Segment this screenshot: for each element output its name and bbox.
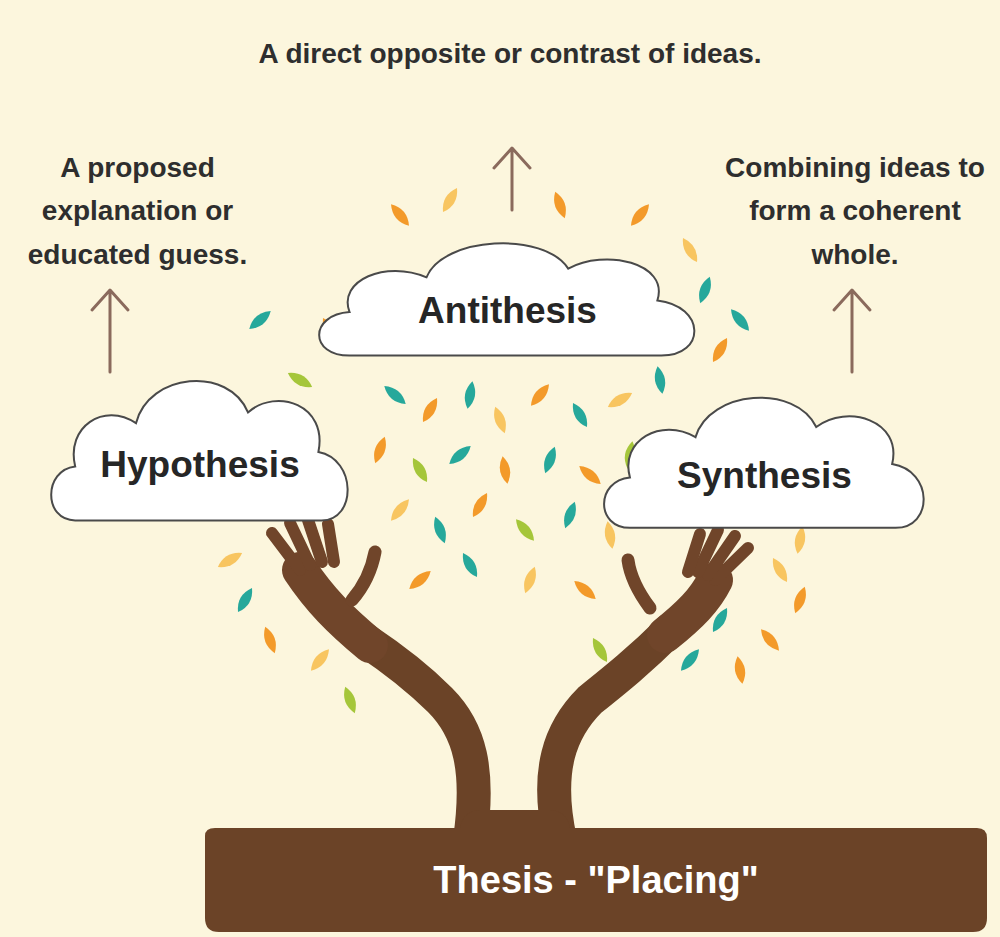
leaf <box>215 549 244 572</box>
leaf <box>419 395 442 424</box>
leaf <box>696 275 715 305</box>
leaf <box>627 201 653 229</box>
leaf <box>512 516 538 544</box>
cloud-node: Synthesis <box>592 380 937 548</box>
leaf <box>757 626 783 654</box>
shape-outline <box>205 828 987 932</box>
leaf <box>307 646 333 674</box>
leaf <box>439 185 462 214</box>
leaf <box>469 490 492 519</box>
description-text: Combining ideas to form a coherent whole… <box>710 146 1000 276</box>
shape-outline <box>51 381 347 520</box>
leaf <box>793 525 808 554</box>
leaf <box>679 235 702 264</box>
leaf <box>727 306 753 334</box>
leaf <box>521 565 540 595</box>
leaf <box>406 567 434 593</box>
node-title: Hypothesis <box>100 444 299 486</box>
ground-band: Thesis - "Placing" <box>205 828 987 932</box>
cloud-node: Antithesis <box>305 228 710 373</box>
leaf <box>446 442 474 468</box>
leaf <box>527 381 553 409</box>
leaf <box>653 365 668 394</box>
leaf <box>709 335 732 364</box>
leaf <box>371 435 390 465</box>
leaf <box>605 389 634 412</box>
shape-outline <box>604 398 924 528</box>
leaf <box>246 307 274 333</box>
leaf <box>589 635 612 664</box>
shape-outline <box>319 243 694 355</box>
leaf <box>576 462 604 488</box>
leaf <box>677 646 703 674</box>
leaf <box>491 405 510 435</box>
leaf <box>381 382 409 408</box>
leaf <box>769 555 792 584</box>
leaf <box>498 455 513 484</box>
cloud-node: Hypothesis <box>40 362 360 542</box>
leaf <box>341 685 360 715</box>
tree-trunk <box>365 630 670 840</box>
leaf <box>285 369 314 392</box>
leaf <box>791 585 810 615</box>
leaf <box>459 550 482 579</box>
node-title: Synthesis <box>677 455 852 497</box>
leaf <box>569 400 592 429</box>
band-title: Thesis - "Placing" <box>433 859 758 902</box>
leaf <box>261 625 280 655</box>
leaf <box>733 655 748 684</box>
description-text: A direct opposite or contrast of ideas. <box>250 32 770 75</box>
left-hand <box>272 520 375 645</box>
leaf <box>463 380 478 409</box>
leaf <box>409 455 432 484</box>
leaf <box>561 500 580 530</box>
right-hand <box>628 530 748 635</box>
leaf <box>541 445 560 475</box>
leaf <box>431 515 450 545</box>
leaf <box>571 577 599 603</box>
description-text: A proposed explanation or educated guess… <box>0 146 275 276</box>
leaf <box>387 496 413 524</box>
leaf <box>551 190 570 220</box>
node-title: Antithesis <box>418 290 597 332</box>
leaf <box>234 585 257 614</box>
leaf <box>387 201 413 229</box>
